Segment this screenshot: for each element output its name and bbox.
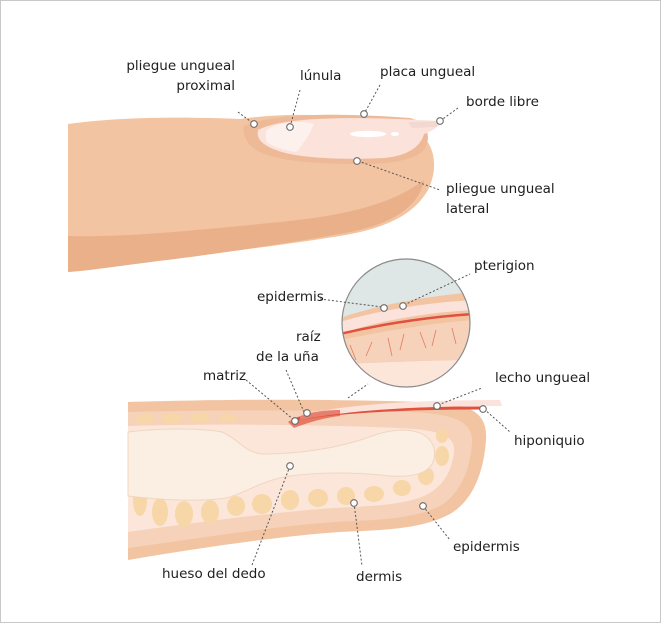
label-pliegue-lateral-line1: pliegue ungueal [446, 181, 555, 197]
label-matriz: matriz [203, 368, 246, 384]
label-epidermis-bottom: epidermis [453, 539, 520, 555]
label-pliegue-proximal-line2: proximal [176, 78, 235, 94]
label-placa-ungueal: placa ungueal [380, 64, 475, 80]
label-hiponiquio: hiponiquio [514, 433, 585, 449]
label-lunula: lúnula [300, 68, 341, 84]
finger-cross-section [128, 400, 502, 560]
label-pliegue-lateral-line2: lateral [446, 201, 489, 217]
zoom-connector [348, 384, 368, 398]
zoom-detail [340, 258, 474, 398]
label-hueso-del-dedo: hueso del dedo [162, 566, 266, 582]
label-dermis: dermis [356, 569, 402, 585]
label-borde-libre: borde libre [466, 94, 539, 110]
label-epidermis-zoom: epidermis [257, 289, 324, 305]
label-raiz-line1: raíz [296, 329, 321, 345]
label-raiz-line2: de la uña [256, 349, 319, 365]
finger-exterior [68, 115, 442, 272]
label-lecho-ungueal: lecho ungueal [495, 370, 590, 386]
label-pterigion: pterigion [474, 258, 535, 274]
nail-shine-small [391, 132, 399, 136]
label-pliegue-proximal-line1: pliegue ungueal [126, 58, 235, 74]
nail-shine [350, 131, 386, 137]
